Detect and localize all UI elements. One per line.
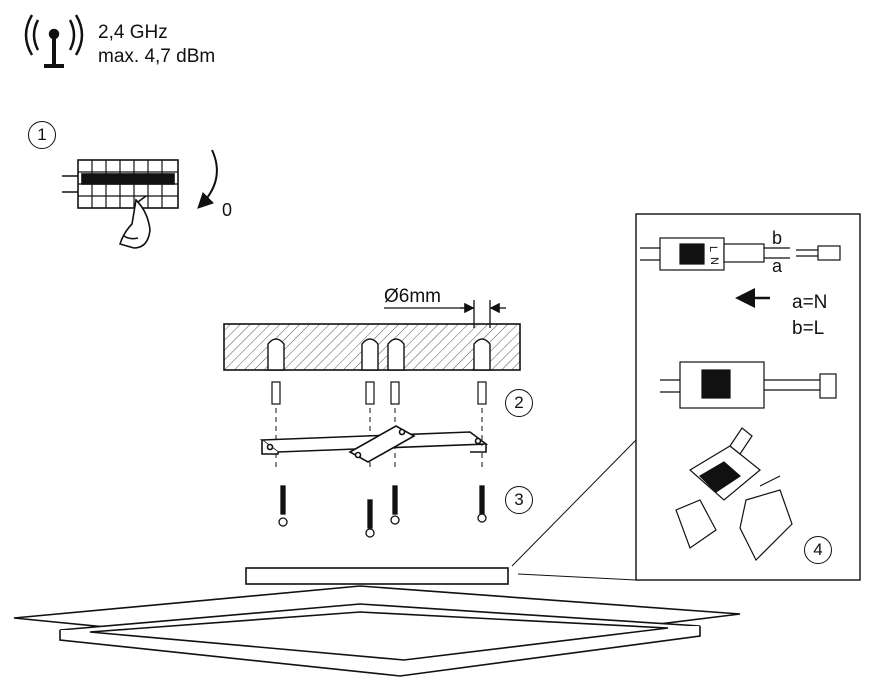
wire-a-label: a (772, 256, 783, 276)
radio-frequency-text: 2,4 GHz (98, 22, 168, 43)
legend-a-neutral: a=N (792, 292, 828, 313)
wiring-detail-box (635, 213, 861, 581)
ceiling-section (223, 323, 521, 371)
detail-callout-lines (511, 439, 637, 581)
mounting-bracket (259, 425, 489, 463)
radio-power-text: max. 4,7 dBm (98, 46, 216, 67)
ceiling-lamp-panel (13, 567, 741, 677)
wire-b-label: b (772, 228, 783, 248)
circuit-breaker-illustration (62, 159, 179, 249)
step-1-number: 1 (28, 121, 56, 149)
step-3-number: 3 (505, 486, 533, 514)
step-2-number: 2 (505, 389, 533, 417)
terminal-n-label: N (707, 257, 720, 265)
drill-diameter-dimension (384, 300, 506, 328)
wall-plugs (271, 381, 487, 405)
step-4-number: 4 (804, 536, 832, 564)
rotate-off-arrow (197, 149, 218, 209)
drill-diameter-label: Ø6mm (384, 286, 441, 307)
screws (278, 485, 487, 538)
legend-b-live: b=L (792, 318, 825, 339)
radio-antenna-icon (24, 14, 84, 68)
switch-off-label: 0 (222, 200, 233, 220)
terminal-l-label: L (707, 245, 720, 253)
